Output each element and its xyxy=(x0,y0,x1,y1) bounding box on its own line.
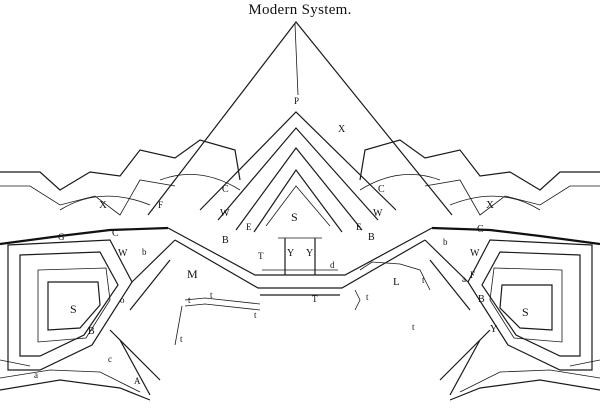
label-t3: t xyxy=(254,310,257,320)
label-F-left: F xyxy=(158,200,163,210)
covered-way xyxy=(0,139,600,216)
label-B-right: B xyxy=(478,294,485,305)
label-t1: t xyxy=(188,295,191,305)
label-t7: t xyxy=(412,322,415,332)
label-t4: t xyxy=(180,334,183,344)
interior-works xyxy=(0,261,600,396)
label-W-left2: W xyxy=(118,248,128,259)
label-G1: G xyxy=(58,232,65,242)
label-a1: a xyxy=(462,274,466,284)
label-E-left: E xyxy=(246,222,252,232)
label-T-center: T xyxy=(258,251,264,261)
label-Y2: Y xyxy=(306,248,313,259)
label-t6: t xyxy=(422,275,425,285)
label-t5: t xyxy=(366,292,369,302)
label-t2: t xyxy=(210,290,213,300)
label-C-left: C xyxy=(222,184,229,195)
label-B-center-r: B xyxy=(368,232,375,243)
label-Y-right: Y xyxy=(490,324,497,335)
ravelin-outline xyxy=(147,21,453,233)
label-S-left: S xyxy=(70,302,77,316)
label-b2: b xyxy=(443,237,448,247)
label-Y1: Y xyxy=(287,248,294,259)
label-S-right: S xyxy=(522,305,529,319)
label-T-low: T xyxy=(312,294,318,304)
main-enceinte xyxy=(0,226,600,296)
label-C-right: C xyxy=(378,184,385,195)
left-bastion xyxy=(0,239,176,401)
label-o1: o xyxy=(120,295,125,305)
label-C-rightlow: C xyxy=(477,224,484,235)
label-B-left: B xyxy=(88,326,95,337)
label-d1: d xyxy=(330,260,335,270)
diagram-title: Modern System. xyxy=(248,2,352,18)
label-X-right: X xyxy=(486,199,494,211)
label-B-center-l: B xyxy=(222,235,229,246)
label-A1: A xyxy=(134,376,141,386)
label-M: M xyxy=(187,267,198,281)
label-C-leftlow: C xyxy=(112,228,119,239)
label-a2: a xyxy=(34,370,38,380)
label-X-left: X xyxy=(99,199,107,211)
label-P-top: P xyxy=(294,96,299,106)
label-W-right2: W xyxy=(470,248,480,259)
label-W-right1: W xyxy=(373,208,383,219)
plan-labels: X X X S S S M L Y Y Y W W W W C C C C B … xyxy=(34,96,529,386)
label-X-top: X xyxy=(338,124,346,135)
label-b1: b xyxy=(142,247,147,257)
label-F-right: F xyxy=(470,270,475,280)
label-E-right: E xyxy=(356,222,362,232)
label-L: L xyxy=(393,276,400,288)
label-W-left1: W xyxy=(220,208,230,219)
label-c1: c xyxy=(108,354,112,364)
label-S-center: S xyxy=(291,210,298,224)
right-bastion xyxy=(424,239,600,401)
